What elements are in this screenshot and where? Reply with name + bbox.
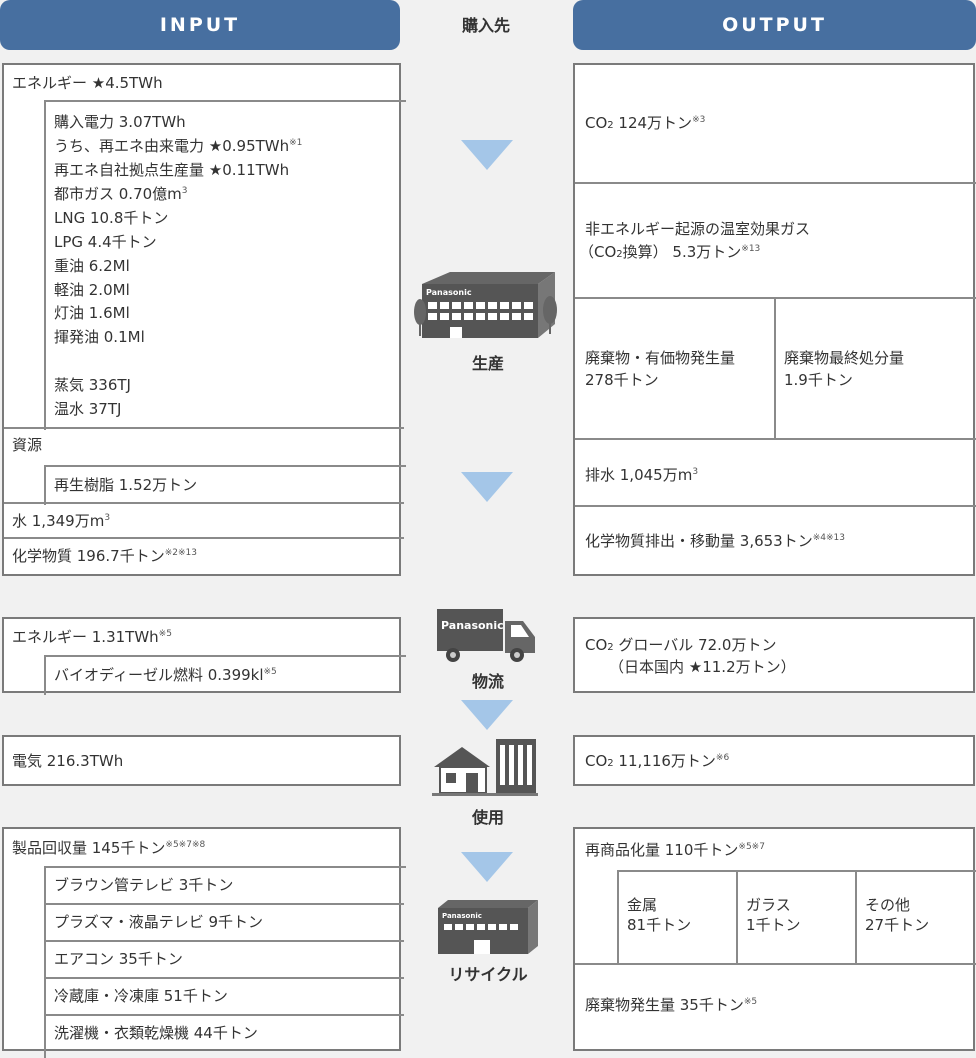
recommercialized: 再商品化量 110千トン※5※7: [585, 841, 765, 859]
divider: [44, 940, 404, 942]
divider: [44, 977, 404, 979]
use-output-box: CO2 11,116万トン※6: [573, 735, 975, 786]
energy-item: 温水 37TJ: [54, 400, 122, 418]
divider: [575, 182, 976, 184]
stage-use: 使用: [471, 808, 504, 827]
collected-item: エアコン 35千トン: [54, 950, 183, 968]
arrow-down-icon: [461, 140, 513, 170]
co2-logistics-japan: （日本国内 ★11.2万トン）: [609, 658, 796, 676]
collected-subbox: [44, 866, 406, 1058]
ghg-line2: （CO2換算） 5.3万トン※13: [579, 243, 761, 261]
brand-logo: Panasonic: [426, 288, 472, 297]
collected-item: ブラウン管テレビ 3千トン: [54, 876, 234, 894]
production-output-box: CO2 124万トン※3 非エネルギー起源の温室効果ガス （CO2換算） 5.3…: [573, 63, 976, 576]
chemicals-input: 化学物質 196.7千トン※2※13: [12, 547, 197, 565]
stage-production: 生産: [471, 354, 504, 373]
recycle-waste: 廃棄物発生量 35千トン※5: [585, 996, 758, 1014]
resin-subbox: [44, 465, 406, 505]
stage-recycle: リサイクル: [448, 965, 528, 984]
energy-total: エネルギー ★4.5TWh: [12, 74, 163, 92]
house-building-icon: [432, 739, 538, 796]
svg-text:Panasonic: Panasonic: [442, 912, 482, 920]
energy-item: うち、再エネ由来電力 ★0.95TWh※1: [54, 137, 303, 155]
energy-item: 灯油 1.6Ml: [54, 304, 130, 322]
divider: [44, 1014, 404, 1016]
output-header: OUTPUT: [573, 0, 976, 50]
recycled-resin: 再生樹脂 1.52万トン: [54, 476, 198, 494]
logistics-input-box: エネルギー 1.31TWh※5 バイオディーゼル燃料 0.399kl※5: [2, 617, 406, 695]
energy-item: LPG 4.4千トン: [54, 233, 157, 251]
arrow-down-icon: [461, 472, 513, 502]
energy-subbox: [44, 100, 406, 430]
co2-use: CO2 11,116万トン※6: [585, 752, 730, 770]
logistics-energy: エネルギー 1.31TWh※5: [12, 628, 172, 646]
divider: [575, 505, 976, 507]
collected-item: 洗濯機・衣類乾燥機 44千トン: [54, 1024, 258, 1042]
energy-item: 重油 6.2Ml: [54, 257, 130, 275]
energy-item: LNG 10.8千トン: [54, 209, 169, 227]
energy-item: 揮発油 0.1Ml: [54, 328, 145, 346]
biodiesel: バイオディーゼル燃料 0.399kl※5: [54, 666, 277, 684]
energy-item: 都市ガス 0.70億m3: [54, 185, 188, 203]
landfill-line1: 廃棄物最終処分量: [784, 349, 905, 367]
landfill-line2: 1.9千トン: [784, 371, 853, 389]
divider: [736, 870, 738, 963]
electricity-use: 電気 216.3TWh: [12, 752, 124, 770]
co2-logistics: CO2 グローバル 72.0万トン: [585, 636, 777, 654]
stage-logistics: 物流: [471, 672, 504, 691]
divider: [4, 502, 404, 504]
ghg-line1: 非エネルギー起源の温室効果ガス: [585, 220, 811, 238]
wastewater: 排水 1,045万m3: [585, 466, 699, 484]
energy-item: 再エネ自社拠点生産量 ★0.11TWh: [54, 161, 290, 179]
collected-item: プラズマ・液晶テレビ 9千トン: [54, 913, 264, 931]
use-input-box: 電気 216.3TWh: [2, 735, 401, 786]
chemical-release: 化学物質排出・移動量 3,653トン※4※13: [585, 532, 845, 550]
waste-line2: 278千トン: [585, 371, 659, 389]
energy-item: 購入電力 3.07TWh: [54, 113, 186, 131]
waste-line1: 廃棄物・有価物発生量: [585, 349, 736, 367]
biodiesel-subbox: [44, 655, 406, 695]
divider: [44, 903, 404, 905]
collected-amount: 製品回収量 145千トン※5※7※8: [12, 839, 206, 857]
divider: [575, 438, 976, 440]
supplier-label: 購入先: [462, 16, 511, 35]
energy-item: 蒸気 336TJ: [54, 376, 131, 394]
arrow-down-icon: [461, 852, 513, 882]
production-input-box: エネルギー ★4.5TWh 購入電力 3.07TWh うち、再エネ由来電力 ★0…: [2, 63, 406, 576]
logistics-output-box: CO2 グローバル 72.0万トン （日本国内 ★11.2万トン）: [573, 617, 975, 693]
breakdown-box: [617, 870, 976, 965]
divider: [4, 427, 404, 429]
co2-production: CO2 124万トン※3: [585, 114, 706, 132]
recycle-input-box: 製品回収量 145千トン※5※7※8 ブラウン管テレビ 3千トンプラズマ・液晶テ…: [2, 827, 406, 1058]
recycle-plant-icon: Panasonic: [438, 900, 538, 954]
divider: [4, 537, 404, 539]
collected-item: 冷蔵庫・冷凍庫 51千トン: [54, 987, 228, 1005]
divider: [575, 963, 976, 965]
energy-item: 軽油 2.0Ml: [54, 281, 130, 299]
svg-text:Panasonic: Panasonic: [441, 619, 504, 632]
arrow-down-icon: [461, 700, 513, 730]
divider: [855, 870, 857, 963]
input-header: INPUT: [0, 0, 400, 50]
divider: [774, 297, 776, 438]
resources-label: 資源: [12, 436, 43, 454]
truck-icon: Panasonic: [437, 609, 535, 662]
factory-icon: Panasonic: [414, 272, 557, 338]
water-input: 水 1,349万m3: [12, 512, 111, 530]
